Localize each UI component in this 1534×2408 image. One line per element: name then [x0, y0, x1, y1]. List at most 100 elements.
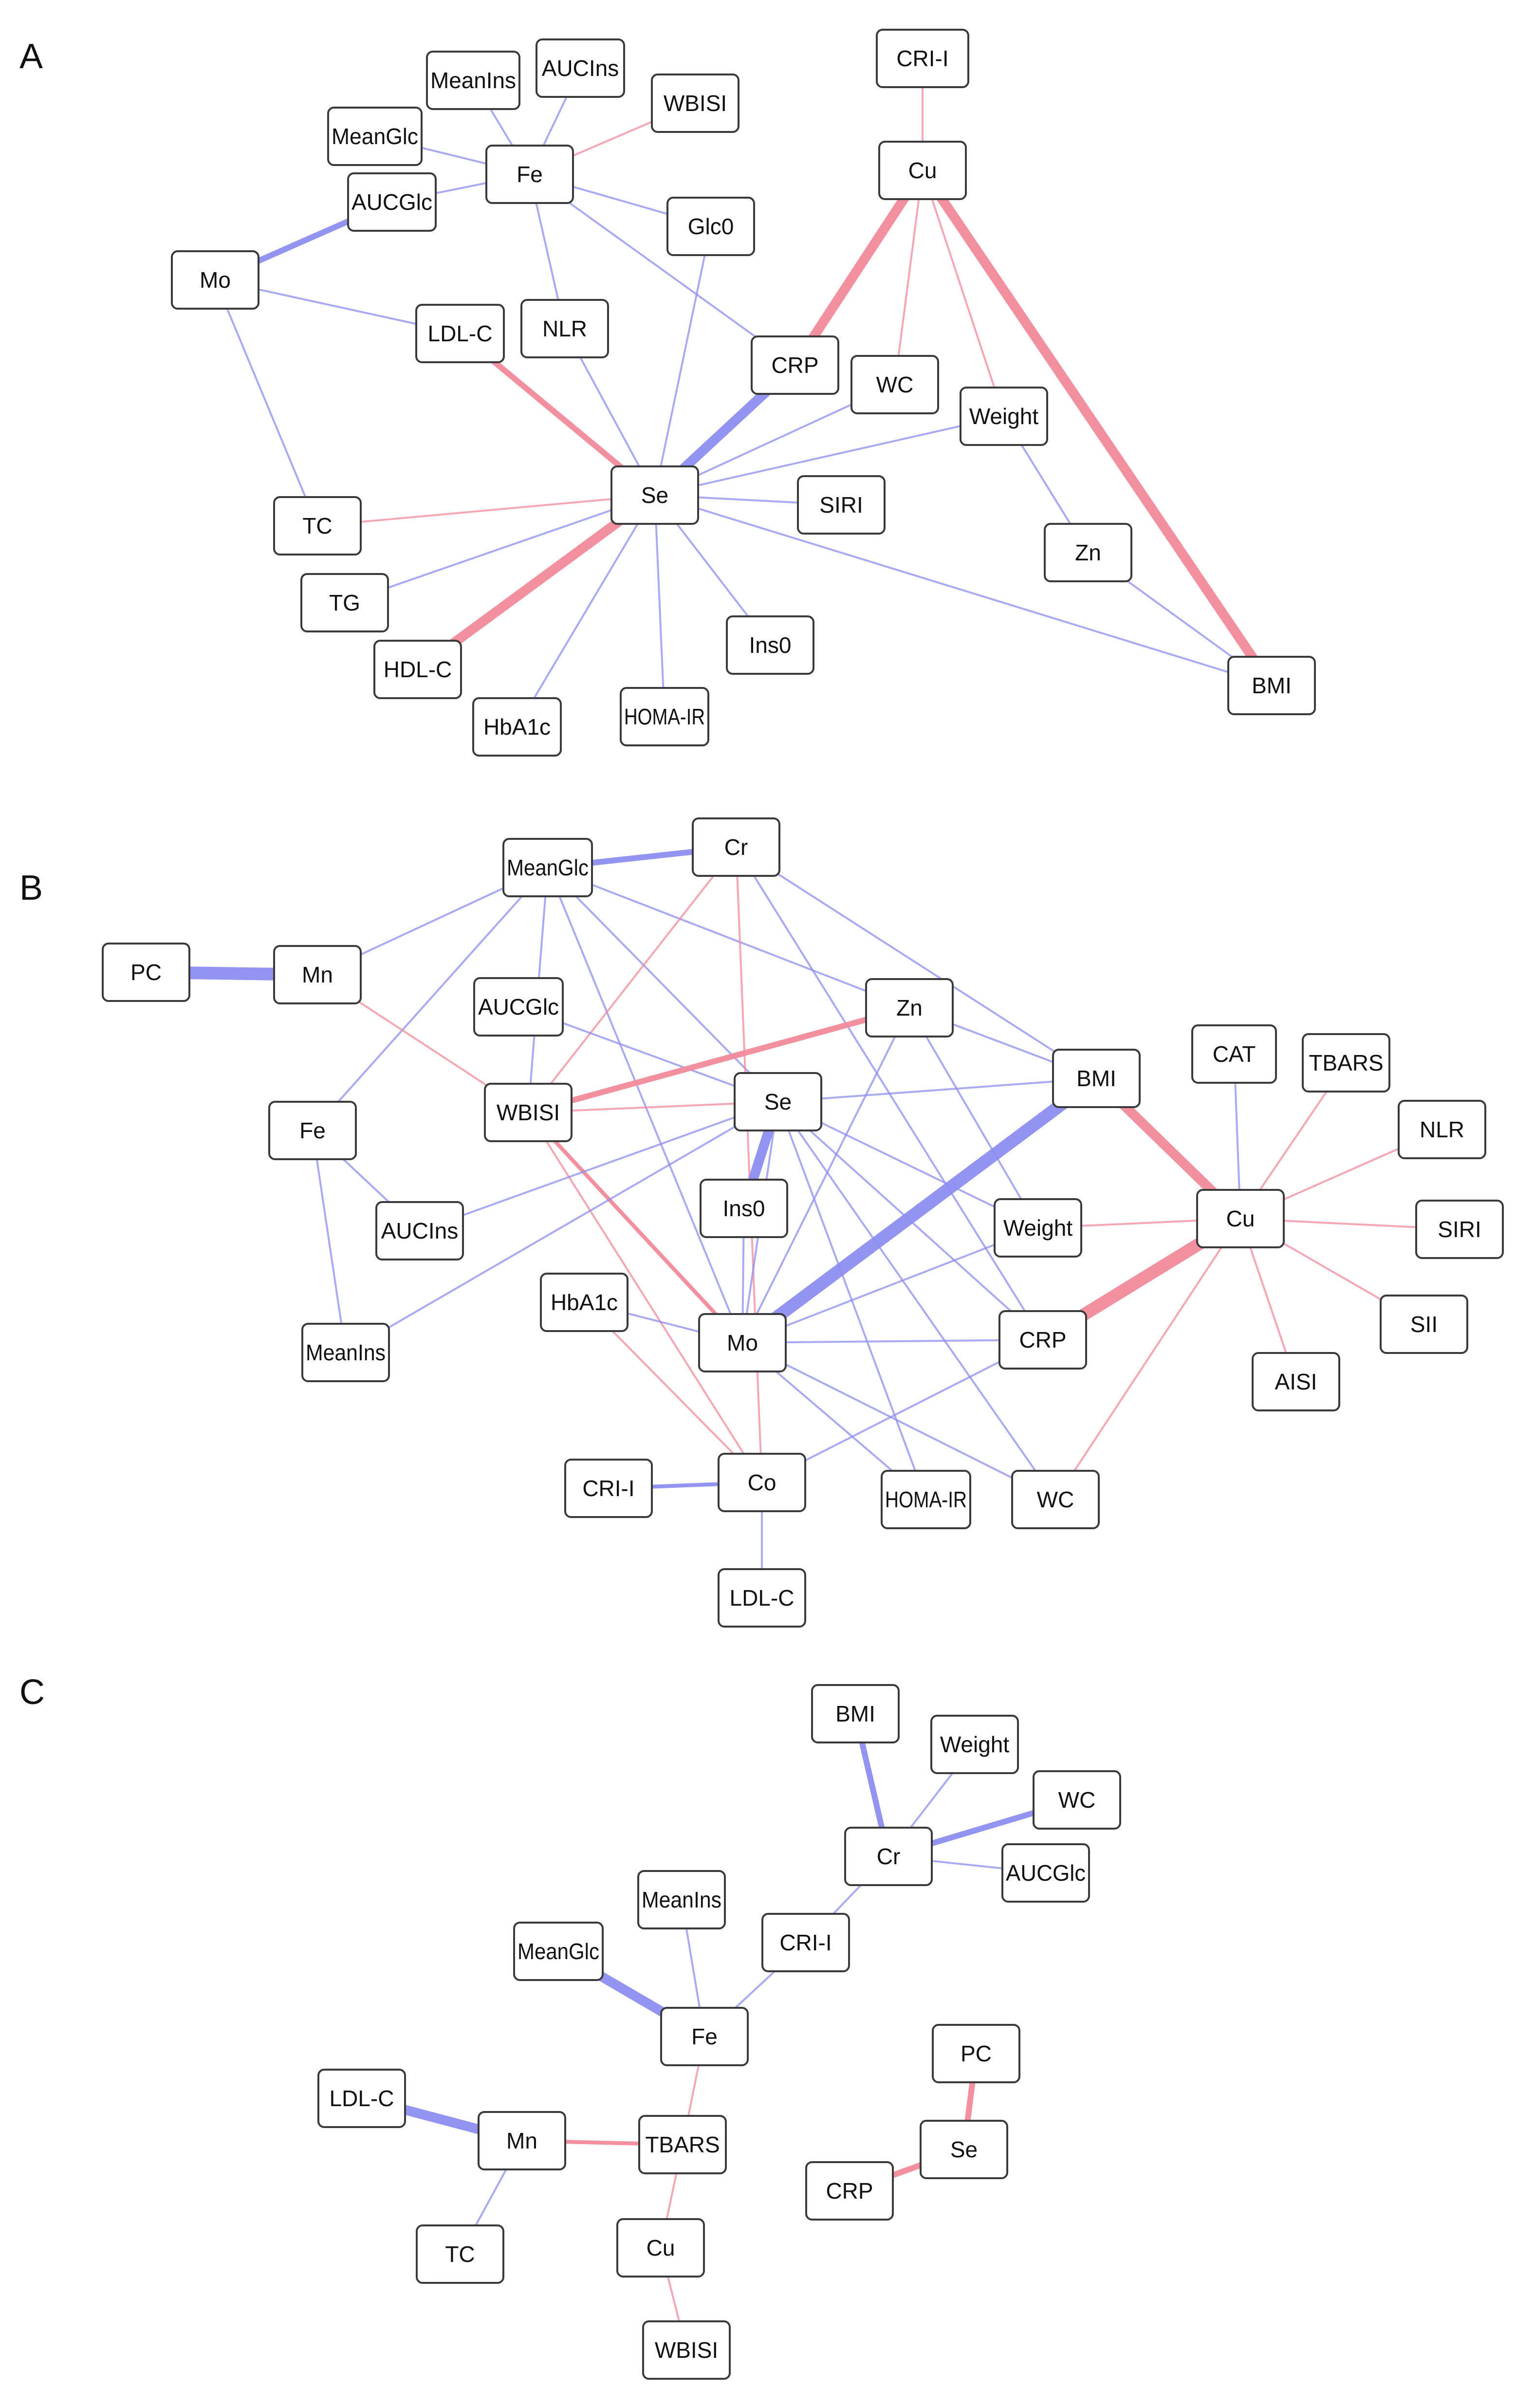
node-bmi: BMI — [1227, 656, 1316, 715]
node-label: MeanGlc — [517, 1939, 599, 1964]
node-box — [536, 38, 625, 98]
node-cr: Cr — [692, 817, 780, 877]
node-homa-ir: HOMA-IR — [881, 1470, 971, 1529]
node-co: Co — [718, 1453, 806, 1512]
node-box — [416, 2224, 504, 2284]
node-box — [998, 1310, 1087, 1370]
node-pc: PC — [102, 943, 190, 1002]
node-hdl-c: HDL-C — [373, 640, 462, 699]
node-box — [700, 1179, 788, 1238]
node-box — [718, 1453, 806, 1512]
edge-wbisi-mo — [527, 1111, 744, 1344]
node-aucglc: AUCGlc — [473, 977, 564, 1037]
node-box — [1196, 1189, 1285, 1248]
edge-se-hba1c — [516, 494, 656, 728]
node-meanglc: MeanGlc — [513, 1922, 604, 1981]
node-label: Cr — [877, 1844, 901, 1869]
edge-cr-wbisi — [527, 846, 737, 1113]
node-label: Se — [950, 2137, 978, 2162]
node-box — [698, 1313, 787, 1372]
node-tg: TG — [300, 573, 389, 632]
node-box — [1044, 523, 1132, 582]
node-box — [1380, 1295, 1468, 1354]
node-ldl-c: LDL-C — [415, 304, 505, 363]
node-label: LDL-C — [730, 1585, 795, 1611]
node-label: WBISI — [497, 1100, 560, 1125]
edge-se-bmi — [654, 494, 1272, 686]
edge-fe-meanins — [312, 1130, 347, 1353]
node-cu: Cu — [878, 141, 967, 200]
edge-se-meanins — [345, 1101, 779, 1353]
node-box — [268, 1101, 357, 1160]
node-box — [300, 573, 389, 632]
node-label: MeanGlc — [332, 124, 418, 149]
node-label: TBARS — [1309, 1050, 1383, 1075]
node-label: CRI-I — [896, 46, 948, 71]
edge-cu-weight — [922, 170, 1005, 417]
node-tc: TC — [416, 2224, 504, 2284]
node-label: AUCIns — [381, 1218, 458, 1243]
node-label: Mn — [506, 2128, 537, 2153]
node-mn: Mn — [273, 945, 362, 1004]
node-box — [301, 1323, 390, 1382]
node-label: WC — [876, 372, 914, 397]
node-label: NLR — [1420, 1117, 1464, 1142]
node-hba1c: HbA1c — [472, 697, 562, 757]
node-homa-ir: HOMA-IR — [620, 687, 709, 746]
node-meanins: MeanIns — [637, 1870, 726, 1929]
node-box — [651, 74, 739, 133]
edge-mo-crp — [742, 1339, 1043, 1344]
node-cr: Cr — [844, 1827, 933, 1886]
node-label: SIRI — [1438, 1217, 1481, 1242]
node-box — [616, 2218, 705, 2278]
node-label: LDL-C — [428, 321, 493, 346]
node-label: MeanIns — [430, 68, 516, 93]
edge-se-glc0 — [654, 226, 712, 496]
node-label: WBISI — [664, 91, 727, 116]
node-se: Se — [610, 465, 699, 525]
edge-meanglc-fe — [312, 867, 549, 1131]
node-wbisi: WBISI — [642, 2320, 731, 2380]
node-wbisi: WBISI — [484, 1083, 573, 1142]
node-siri: SIRI — [1415, 1200, 1504, 1259]
node-label: HOMA-IR — [624, 704, 705, 729]
edge-zn-wbisi — [527, 1005, 910, 1115]
node-label: MeanIns — [306, 1340, 386, 1365]
edge-se-wc — [777, 1101, 1056, 1500]
node-box — [620, 687, 709, 746]
node-label: Mn — [302, 962, 333, 987]
node-crp: CRP — [751, 335, 839, 395]
node-box — [1415, 1200, 1504, 1259]
node-label: Mo — [200, 267, 231, 293]
node-box — [1011, 1470, 1100, 1529]
node-label: CRP — [826, 2178, 873, 2204]
node-label: Cu — [1226, 1206, 1255, 1231]
node-cri-i: CRI-I — [761, 1913, 850, 1972]
edge-cu-wc — [1054, 1218, 1241, 1500]
node-box — [718, 1568, 806, 1628]
node-fe: Fe — [268, 1101, 357, 1160]
node-ins0: Ins0 — [726, 615, 814, 675]
edge-cu-bmi — [918, 167, 1276, 688]
node-box — [637, 1870, 726, 1929]
node-label: CRI-I — [779, 1930, 832, 1955]
edge-se-tg — [344, 494, 655, 604]
node-box — [811, 1684, 900, 1743]
node-box — [876, 29, 969, 88]
node-ldl-c: LDL-C — [718, 1568, 806, 1628]
node-meanglc: MeanGlc — [502, 838, 593, 897]
panel-label-b: B — [19, 869, 43, 908]
node-wc: WC — [1033, 1770, 1121, 1830]
node-aucglc: AUCGlc — [1001, 1843, 1090, 1903]
node-box — [1227, 656, 1316, 715]
edge-zn-mo — [741, 1007, 910, 1343]
node-mo: Mo — [171, 250, 259, 310]
node-label: Se — [764, 1089, 792, 1114]
edge-se-bmi — [777, 1077, 1097, 1103]
node-label: Ins0 — [749, 632, 792, 658]
node-box — [1398, 1100, 1486, 1159]
node-label: SIRI — [819, 492, 863, 518]
node-wc: WC — [1011, 1470, 1100, 1529]
node-label: HbA1c — [551, 1290, 618, 1315]
node-box — [797, 475, 886, 535]
